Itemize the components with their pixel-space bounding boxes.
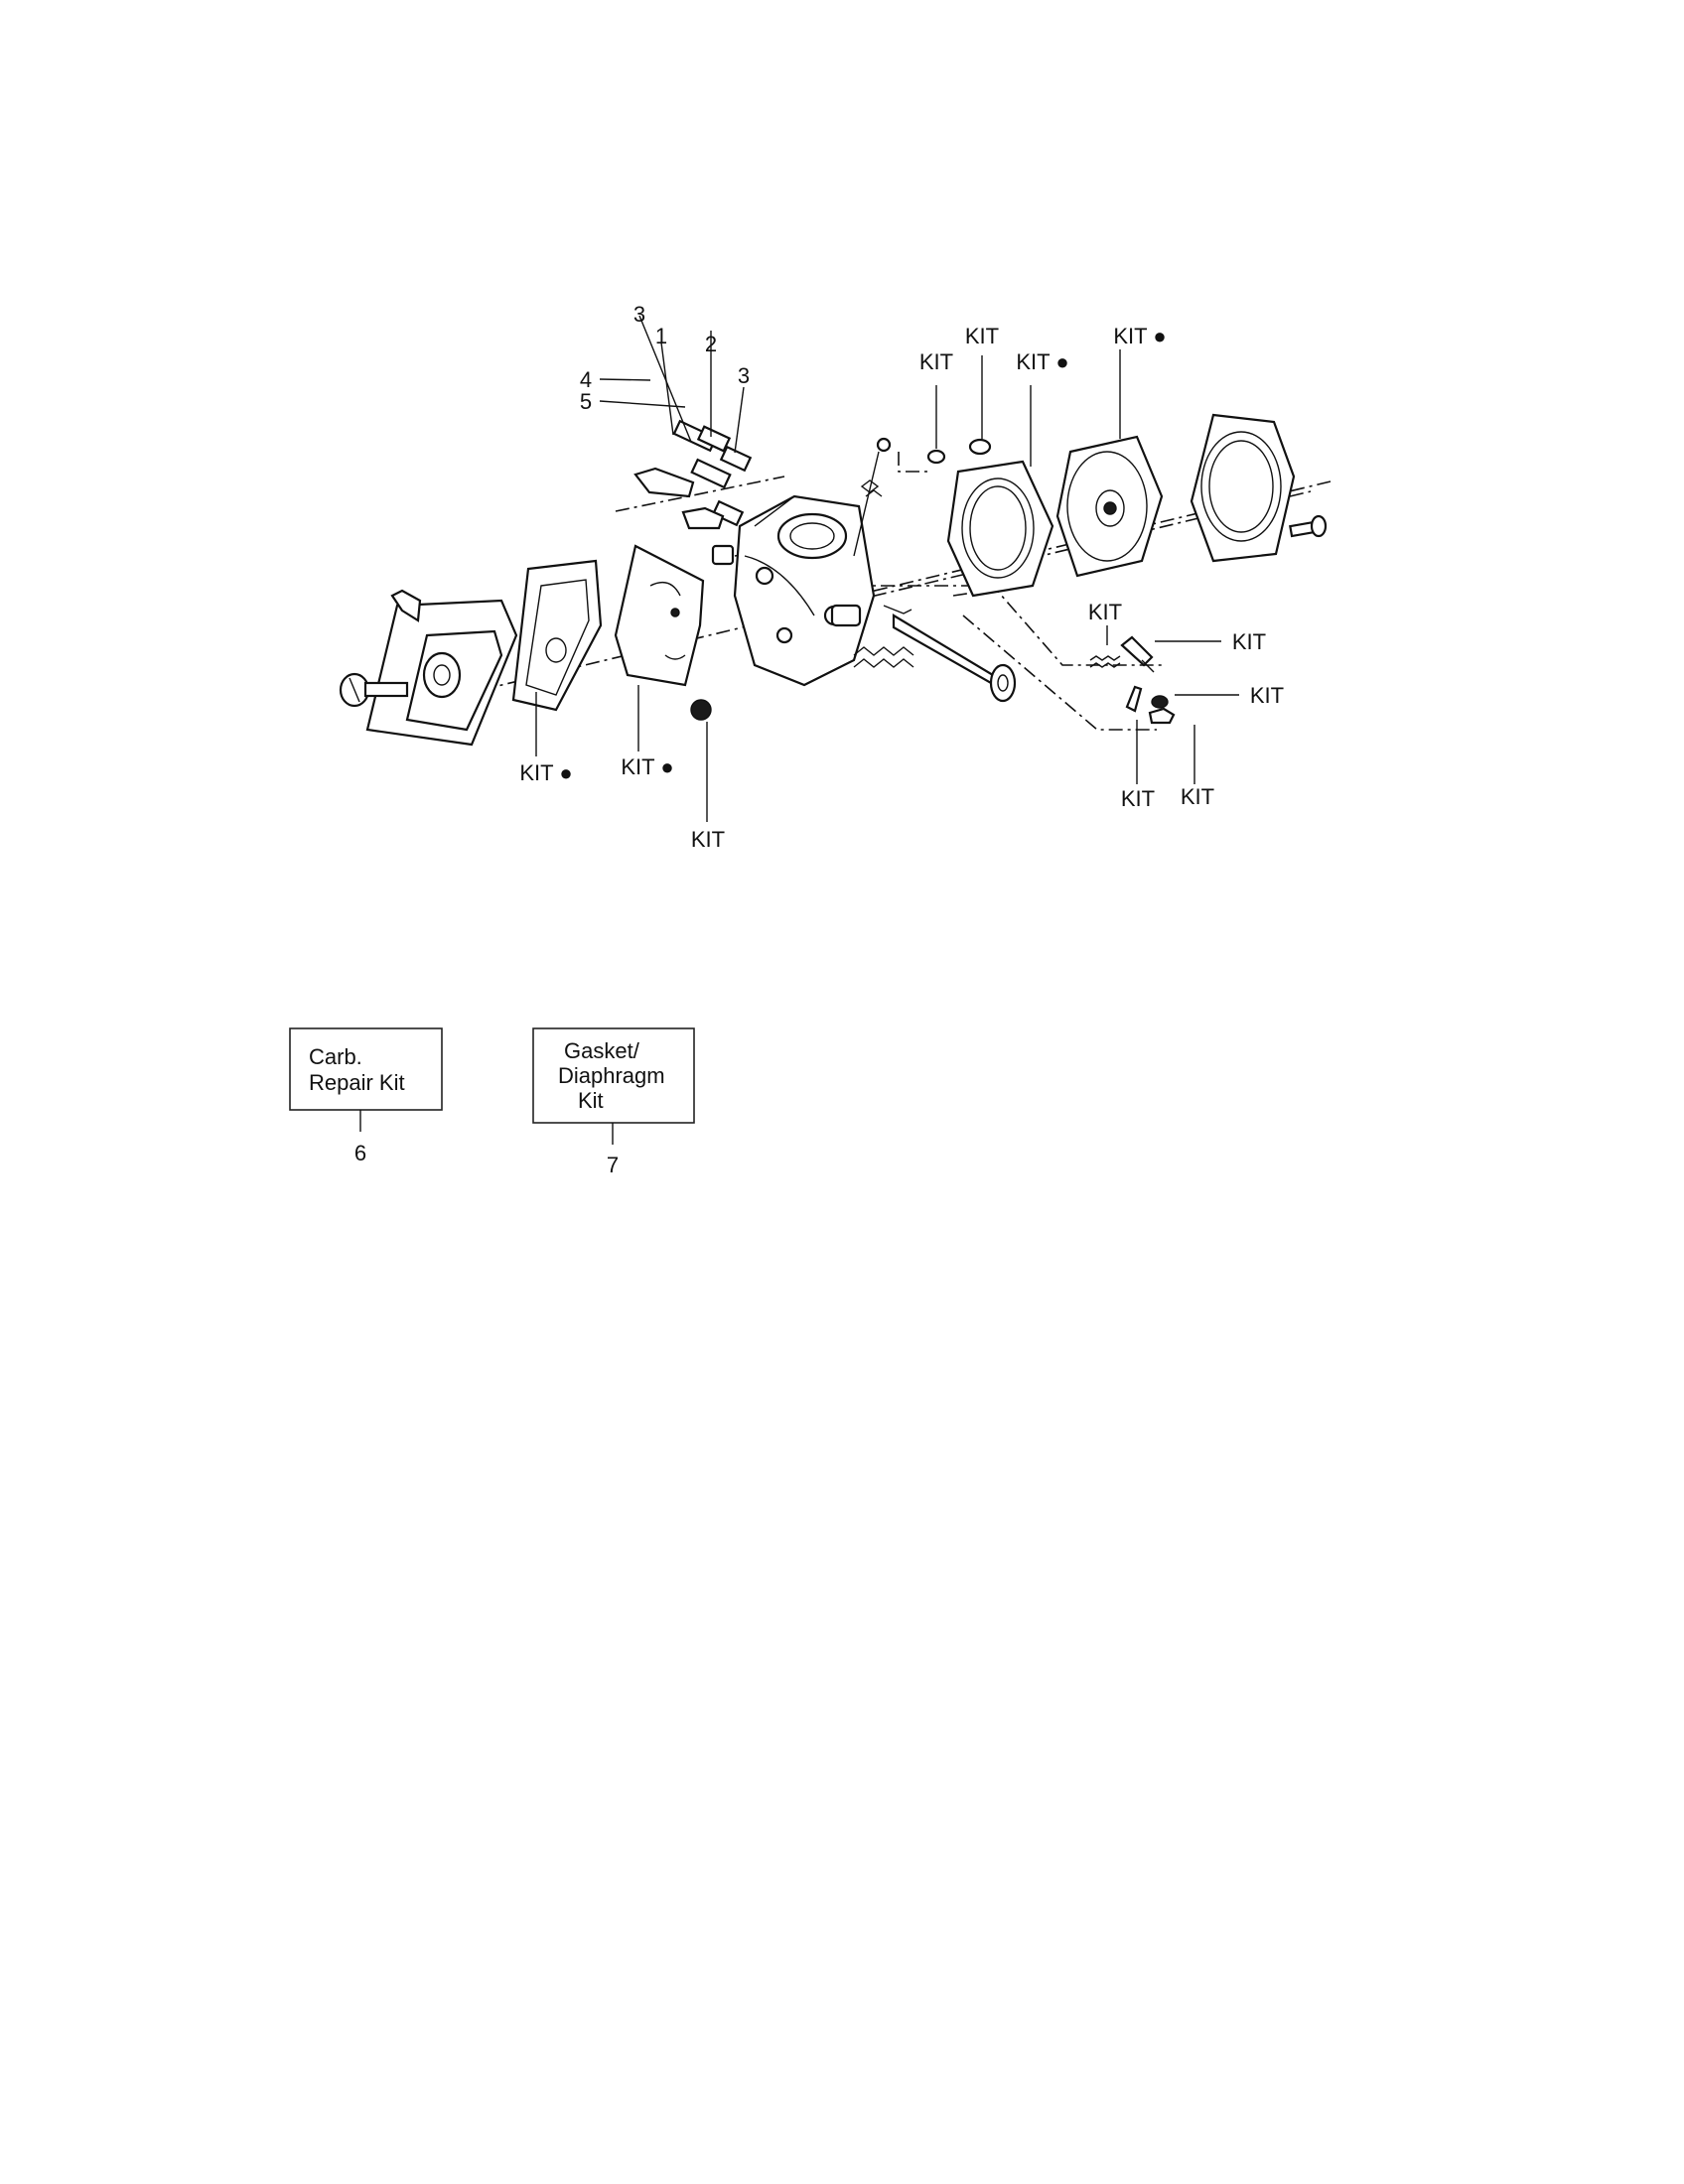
metering-diaphragm-part <box>1055 435 1164 578</box>
kit-6-line-2: Repair Kit <box>309 1070 405 1095</box>
callout-labels: 3 1 2 3 4 5 KIT KIT KIT ● KIT ● KIT KIT … <box>519 302 1284 852</box>
pump-diaphragm-part <box>614 544 705 687</box>
callout-kit-lever: KIT <box>1232 629 1266 654</box>
metering-spring-part <box>853 437 892 557</box>
check-ball-part <box>690 699 712 721</box>
seal-part <box>968 438 992 456</box>
pump-gasket-part <box>511 559 603 712</box>
callout-3-left: 3 <box>633 302 645 327</box>
carburetor-body-part <box>733 494 876 687</box>
callout-kit-spring: KIT <box>1088 600 1122 624</box>
throttle-shaft-part <box>883 605 1017 703</box>
callout-kit-inlet-needle: KIT <box>1121 786 1155 811</box>
kit-6-number: 6 <box>354 1141 366 1165</box>
kit-7-line-1: Gasket/ <box>564 1038 640 1063</box>
callout-2: 2 <box>705 332 717 356</box>
inlet-needle-part <box>1125 685 1176 725</box>
callout-1: 1 <box>655 324 667 348</box>
throttle-spring-part <box>853 646 914 668</box>
callout-kit-seal: KIT <box>965 324 999 348</box>
kit-box-gasket-diaphragm: Gasket/ Diaphragm Kit 7 <box>532 1027 695 1177</box>
callout-kit-metering-diaphragm: KIT ● <box>1113 324 1166 348</box>
callout-kit-needle-seat: KIT <box>1181 784 1214 809</box>
metering-gasket-part <box>946 460 1054 598</box>
kit-7-number: 7 <box>607 1153 619 1177</box>
kit-7-line-3: Kit <box>578 1088 604 1113</box>
callout-kit-pump-gasket: KIT ● <box>519 760 572 785</box>
parts <box>339 413 1328 747</box>
kit-box-carb-repair: Carb. Repair Kit 6 <box>289 1027 443 1165</box>
kit-7-line-2: Diaphragm <box>558 1063 665 1088</box>
inlet-screw-part <box>339 672 409 708</box>
adjustment-screws-part <box>633 419 753 566</box>
metering-lever-part <box>1089 635 1155 673</box>
o-ring-part <box>926 449 946 465</box>
callout-kit-pump-diaphragm: KIT ● <box>621 754 673 779</box>
callout-kit-o-ring: KIT <box>919 349 953 374</box>
cover-screw-part <box>1289 514 1328 538</box>
callout-3-right: 3 <box>738 363 750 388</box>
callout-kit-metering-gasket: KIT ● <box>1016 349 1068 374</box>
leader-lines <box>535 315 1239 822</box>
callout-4: 4 <box>580 367 592 392</box>
metering-cover-part <box>1190 413 1296 563</box>
kit-6-line-1: Carb. <box>309 1044 362 1069</box>
callout-kit-pin: KIT <box>1250 683 1284 708</box>
callout-5: 5 <box>580 389 592 414</box>
pump-cover-part <box>365 589 518 747</box>
callout-kit-check-ball: KIT <box>691 827 725 852</box>
